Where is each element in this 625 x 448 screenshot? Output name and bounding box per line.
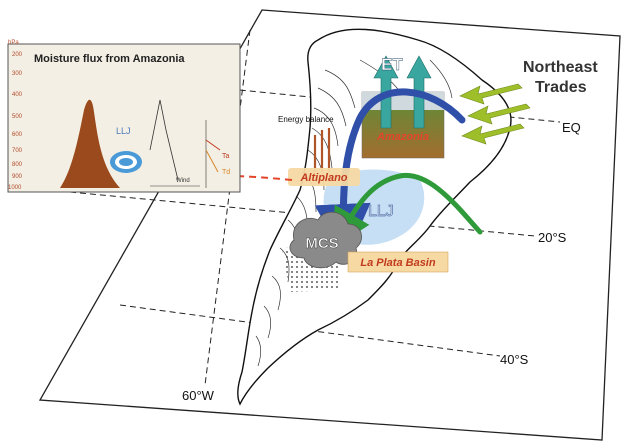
inset-td-label: Td [222,169,230,176]
trades-label: Trades [535,79,587,96]
northeast-label: Northeast [523,59,598,76]
trade-arrow-1 [459,83,523,105]
amazonia-label: Amazonia [376,131,429,143]
p-level-800: 800 [12,162,23,168]
energy-balance-label: Energy balance [278,115,334,124]
eq-label: EQ [562,120,581,135]
blue-moisture-flow-arrow [314,88,466,260]
altiplano-box [288,168,360,186]
lon-60w-label: 60°W [182,388,215,403]
trade-arrow-3 [461,123,525,145]
p-level-500: 500 [12,114,23,120]
la-plata-label: La Plata Basin [360,257,435,269]
trade-wind-arrows [459,83,531,145]
p-level-400: 400 [12,92,23,98]
mcs-label: MCS [305,235,338,252]
lat-20s-label: 20°S [538,230,567,245]
td-profile-line [205,149,219,173]
p-level-600: 600 [12,132,23,138]
p-level-900: 900 [12,174,23,180]
llj-core-inner [119,158,133,166]
inset-title: Moisture flux from Amazonia [34,53,185,65]
p-level-200: 200 [12,52,23,58]
pressure-axis: 200 300 400 500 600 700 800 900 1000 [8,52,23,191]
pressure-unit: hPa [8,40,19,46]
llj-map-label: LLJ [368,203,394,220]
moisture-profile-fill [60,99,120,188]
ta-profile-line [205,139,221,151]
altiplano-label: Altiplano [299,172,347,184]
inset-llj-label: LLJ [116,126,131,136]
wind-profile-line [149,99,179,181]
et-label: ET [381,55,403,74]
mcs-cloud [289,211,362,269]
inset-ta-label: Ta [222,153,230,160]
inset-wind-label: Wind [176,178,190,184]
trade-arrow-2 [467,103,531,125]
moisture-flux-inset: Moisture flux from Amazonia hPa 200 300 … [7,40,241,193]
red-dashed-arrow [220,168,293,185]
p-level-1000: 1000 [8,185,22,191]
p-level-700: 700 [12,148,23,154]
lat-40s-label: 40°S [500,352,529,367]
green-flow-arrow [331,172,483,250]
p-level-300: 300 [12,71,23,77]
la-plata-label-box [347,251,449,273]
energy-balance-bars [313,128,331,172]
